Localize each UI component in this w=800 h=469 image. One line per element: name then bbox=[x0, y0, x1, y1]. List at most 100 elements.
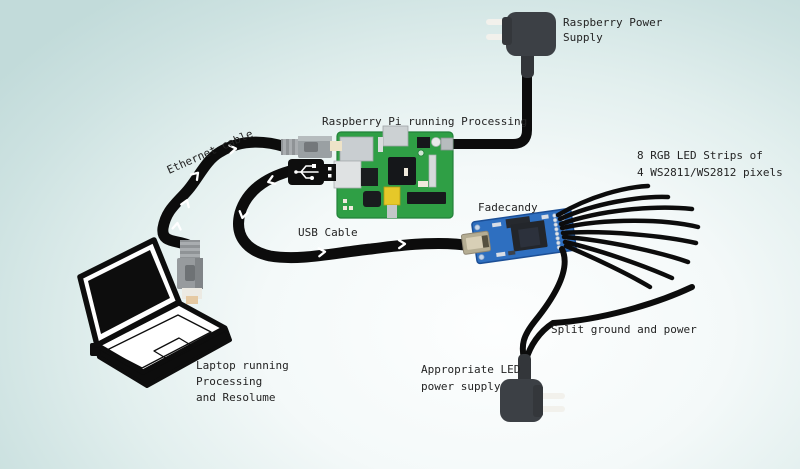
flow-arrow-icon bbox=[189, 171, 200, 182]
rj45-body-inset bbox=[304, 142, 318, 152]
pi-ethernet-port bbox=[339, 136, 374, 162]
label-raspberry-pi: Raspberry Pi running Processing bbox=[322, 115, 527, 128]
flow-arrow-icon bbox=[228, 144, 238, 155]
usb-plug-pi bbox=[288, 159, 336, 185]
pi-passive bbox=[343, 206, 347, 210]
fadecandy-passive bbox=[507, 250, 516, 256]
pi-audio-jack bbox=[363, 191, 381, 207]
raspberry-power-supply-plug bbox=[486, 12, 556, 78]
fadecandy-passive bbox=[496, 251, 506, 258]
rj45-body-shade bbox=[195, 258, 203, 289]
rj45-connector-laptop bbox=[177, 240, 203, 304]
laptop-keyboard-area bbox=[106, 314, 212, 369]
cable-flow-arrows bbox=[171, 144, 407, 258]
flow-arrow-icon bbox=[180, 199, 190, 209]
rj45-rib bbox=[180, 254, 200, 257]
pi-gpio-header bbox=[407, 192, 446, 204]
power-plug-prong-base bbox=[502, 17, 512, 45]
rj45-clip bbox=[330, 141, 342, 151]
label-led-strips-line1: 8 RGB LED Strips of bbox=[637, 149, 763, 162]
pi-rca-connector bbox=[383, 186, 401, 206]
label-led-power-line2: power supply bbox=[421, 380, 501, 393]
fadecandy-mount-hole bbox=[474, 224, 481, 231]
power-plug-body bbox=[500, 379, 543, 422]
pi-sd-card bbox=[382, 125, 409, 147]
pi-rca-barrel bbox=[387, 205, 397, 218]
rj45-rib bbox=[295, 139, 298, 155]
pi-mount-hole bbox=[417, 149, 425, 157]
split-power-wire-right bbox=[523, 284, 695, 363]
pi-passive bbox=[343, 199, 347, 203]
rj45-clip bbox=[186, 296, 198, 304]
pi-usb-port bbox=[333, 160, 362, 189]
label-led-power-line1: Appropriate LED bbox=[421, 363, 520, 376]
flow-arrow-icon bbox=[397, 238, 407, 250]
label-laptop-line3: and Resolume bbox=[196, 391, 275, 404]
pi-crystal bbox=[431, 137, 441, 147]
rj45-body-highlight bbox=[298, 136, 332, 141]
rj45-rib bbox=[289, 139, 292, 155]
ethernet-cable bbox=[157, 136, 292, 251]
flow-arrow-icon bbox=[267, 175, 277, 185]
led-strip-wire bbox=[559, 218, 701, 231]
usb-cable bbox=[233, 165, 478, 264]
label-split-power: Split ground and power bbox=[551, 323, 697, 336]
usb-plug-neck bbox=[324, 164, 336, 181]
pi-dsi-slot bbox=[378, 137, 383, 152]
label-usb-cable: USB Cable bbox=[298, 226, 358, 239]
usb-plug-contact bbox=[328, 167, 332, 171]
label-laptop-line1: Laptop running bbox=[196, 359, 289, 372]
led-strip-wires bbox=[555, 183, 701, 290]
flow-arrow-icon bbox=[317, 247, 327, 258]
laptop bbox=[77, 237, 232, 388]
raspberry-power-cord bbox=[445, 67, 532, 149]
power-plug-prong-base bbox=[533, 385, 543, 417]
power-plug-stem bbox=[518, 354, 531, 386]
fadecandy-mcu-sheen bbox=[518, 226, 541, 248]
rj45-connector-pi bbox=[281, 136, 342, 158]
pi-power-micro-usb bbox=[440, 137, 454, 151]
label-raspberry-power-line1: Raspberry Power bbox=[563, 16, 663, 29]
split-power-wire-left bbox=[519, 246, 568, 362]
led-strip-wire bbox=[555, 183, 651, 218]
rj45-rib bbox=[180, 248, 200, 251]
flow-arrow-icon bbox=[238, 210, 249, 220]
pi-regulator-chip bbox=[417, 137, 430, 148]
pi-passive bbox=[418, 181, 428, 187]
led-strip-wire bbox=[557, 194, 671, 222]
fadecandy-mount-hole bbox=[478, 254, 485, 261]
label-laptop-line2: Processing bbox=[196, 375, 262, 388]
raspberry-pi-board bbox=[333, 125, 454, 219]
fadecandy-passive bbox=[491, 222, 502, 228]
fadecandy-board bbox=[460, 207, 577, 265]
fadecandy-mini-usb-face bbox=[465, 235, 485, 250]
pi-csi-slot bbox=[428, 154, 437, 188]
laptop-trackpad bbox=[153, 337, 195, 361]
led-strip-wire bbox=[560, 229, 699, 246]
usb-plug-contact bbox=[328, 174, 332, 178]
led-strip-wire bbox=[563, 243, 653, 290]
rj45-rib bbox=[180, 242, 200, 245]
led-strip-wire bbox=[561, 234, 691, 265]
laptop-screen bbox=[88, 250, 170, 334]
rj45-body-inset bbox=[185, 265, 195, 281]
label-ethernet-cable: Ethernet cable bbox=[165, 127, 255, 177]
power-plug-body bbox=[506, 12, 556, 56]
led-strip-wire bbox=[558, 205, 695, 227]
pi-passive bbox=[404, 168, 408, 176]
label-led-strips-line2: 4 WS2811/WS2812 pixels bbox=[637, 166, 783, 179]
led-strip-wire bbox=[562, 239, 675, 281]
power-plug-stem bbox=[521, 50, 534, 78]
pi-lan-chip bbox=[361, 168, 378, 186]
rj45-tip bbox=[182, 288, 202, 299]
label-raspberry-power-line2: Supply bbox=[563, 31, 603, 44]
pi-passive bbox=[349, 206, 353, 210]
rj45-rib bbox=[283, 139, 286, 155]
flow-arrow-icon bbox=[171, 221, 182, 231]
fadecandy-mini-usb-opening bbox=[481, 235, 490, 248]
label-fadecandy: Fadecandy bbox=[478, 201, 538, 214]
usb-trident-icon bbox=[294, 164, 319, 180]
led-power-supply-plug bbox=[500, 354, 565, 422]
